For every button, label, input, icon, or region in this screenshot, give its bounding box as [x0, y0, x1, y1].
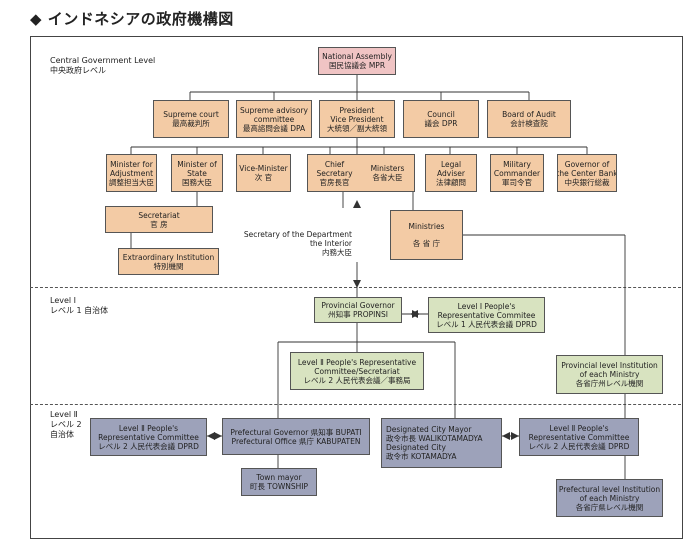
- ministries-box: Ministries 各 省 庁: [390, 210, 463, 260]
- secretariat-box: Secretariat 官 房: [105, 206, 213, 233]
- council-box: Council 議会 DPR: [403, 100, 479, 138]
- interior-secretary-label: Secretary of the Department the Interior…: [243, 230, 352, 257]
- level2-dprd-right-box: Level Ⅱ People's Representative Committe…: [519, 418, 639, 456]
- supreme-court-box: Supreme court 最高裁判所: [153, 100, 229, 138]
- level-label-central: Central Government Level 中央政府レベル: [50, 56, 156, 75]
- level-divider-2: [30, 404, 681, 405]
- vice-minister-box: Vice-Minister 次 官: [236, 154, 291, 192]
- provincial-institution-box: Provincial level Institution of each Min…: [556, 355, 663, 394]
- supreme-advisory-box: Supreme advisory committee 最高諮問会議 DPA: [236, 100, 312, 138]
- national-assembly-box: National Assembly 国民協議会 MPR: [318, 47, 396, 75]
- prefectural-institution-box: Prefectural level Institution of each Mi…: [556, 479, 663, 517]
- provincial-governor-box: Provincial Governor 州知事 PROPINSI: [314, 297, 402, 323]
- level1-dprd-box: Level Ⅰ People's Representative Commitee…: [428, 297, 545, 333]
- military-commander-box: Military Commander 軍司令官: [490, 154, 544, 192]
- minister-adjustment-box: Minister for Adjustment 調整担当大臣: [106, 154, 157, 192]
- president-box: President Vice President 大統領／副大統領: [319, 100, 395, 138]
- chief-secretary-cell: Chief Secretary 官房長官: [316, 159, 353, 187]
- level2-dprd-left-box: Level Ⅱ People's Representative Committe…: [90, 418, 207, 456]
- ministers-cell: Ministers 各省大臣: [370, 164, 405, 182]
- extraordinary-institution-box: Extraordinary Institution 特別機関: [118, 248, 219, 275]
- level-label-1: Level Ⅰ レベル 1 自治体: [50, 296, 109, 315]
- legal-adviser-box: Legal Adviser 法律顧問: [425, 154, 477, 192]
- board-of-audit-box: Board of Audit 会計検査院: [487, 100, 571, 138]
- minister-of-state-box: Minister of State 国務大臣: [171, 154, 223, 192]
- chief-secretary-ministers-box: Chief Secretary 官房長官 Ministers 各省大臣: [307, 154, 415, 192]
- page-title: ◆ インドネシアの政府機構図: [30, 10, 234, 28]
- level2-dprd-secretariat-box: Level Ⅱ People's Representative Committe…: [290, 352, 424, 390]
- town-mayor-box: Town mayor 町長 TOWNSHIP: [241, 468, 317, 496]
- designated-city-mayor-box: Designated City Mayor 政令市長 WALIKOTAMADYA…: [381, 418, 502, 468]
- level-divider-1: [30, 287, 681, 288]
- center-bank-governor-box: Governor of the Center Bank 中央銀行総裁: [557, 154, 617, 192]
- prefectural-governor-box: Prefectural Governor 県知事 BUPATI Prefectu…: [222, 418, 370, 455]
- level-label-2: Level Ⅱ レベル 2 自治体: [50, 410, 82, 439]
